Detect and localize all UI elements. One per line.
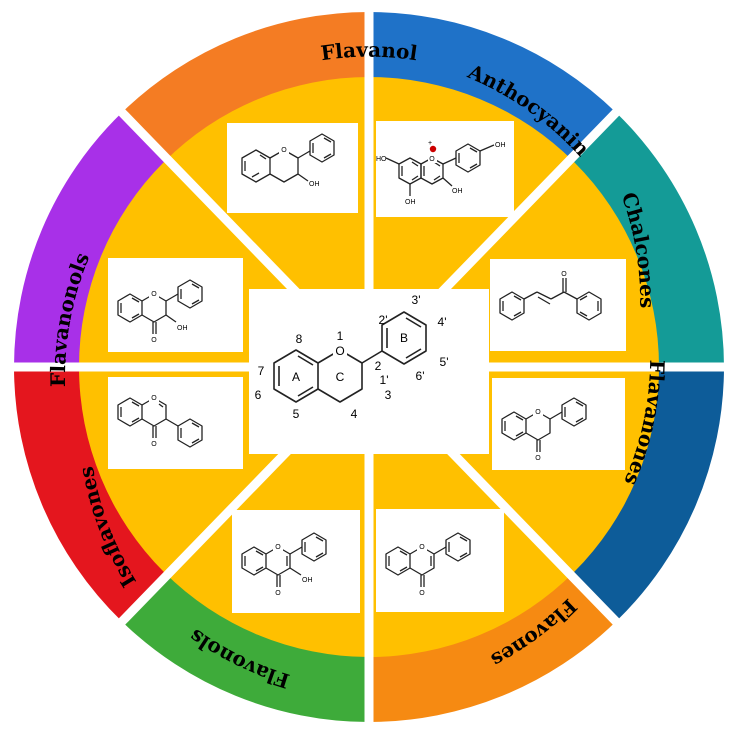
ring-label-c: C [336,370,345,384]
atom-o-ring: O [151,395,157,402]
pos-4: 4 [351,407,358,421]
atom-oh: OH [309,181,320,188]
structure-flavonols: O O OH [232,510,360,613]
pos-5: 5 [293,407,300,421]
atom-o-keto: O [419,590,425,597]
structure-flavones: O O [376,509,504,612]
atom-o-keto: O [151,441,157,448]
atom-o: O [281,147,287,154]
label-flavanol: Flavanol [319,38,419,66]
atom-o: O [561,271,567,278]
structure-isoflavones: O O [108,377,243,469]
core-structure: O 1 2 3 4 5 6 7 8 1' 2' 3' 4' 5' 6' A B … [249,289,489,454]
atom-oh-3: OH [452,188,463,195]
atom-ho: HO [376,156,387,163]
structure-flavanonols: O O OH [108,258,243,352]
atom-oh: OH [177,325,188,332]
svg-text:Flavanol: Flavanol [319,38,419,66]
structure-flavanones: O O [492,378,625,470]
atom-o-ring: O [535,409,541,416]
ring-label-b: B [400,331,408,345]
atom-o: O [429,156,435,163]
atom-oh: OH [302,577,313,584]
atom-o-ring: O [151,291,157,298]
pos-1: 1 [337,329,344,343]
pos-4-prime: 4' [438,315,447,329]
atom-o-keto: O [275,590,281,597]
atom-o-keto: O [151,337,157,344]
atom-oh-4p: OH [495,142,506,149]
pos-6: 6 [255,388,262,402]
core-atom-o: O [335,344,344,358]
cation-dot [429,145,437,153]
pos-1-prime: 1' [380,373,389,387]
pos-7: 7 [258,364,265,378]
pos-6-prime: 6' [416,369,425,383]
atom-o-ring: O [275,544,281,551]
structure-anthocyanin: O + HO OH OH OH [376,121,514,217]
ring-label-a: A [292,370,300,384]
atom-oh-5: OH [405,199,416,206]
structure-chalcones: O [490,259,626,351]
atom-plus: + [428,140,432,147]
pos-3: 3 [385,388,392,402]
pos-8: 8 [296,332,303,346]
pos-2: 2 [375,359,382,373]
pos-5-prime: 5' [440,355,449,369]
atom-o-keto: O [535,455,541,462]
pos-3-prime: 3' [412,293,421,307]
atom-o-ring: O [419,544,425,551]
structure-flavanol: O OH [227,123,358,213]
pos-2-prime: 2' [379,313,388,327]
